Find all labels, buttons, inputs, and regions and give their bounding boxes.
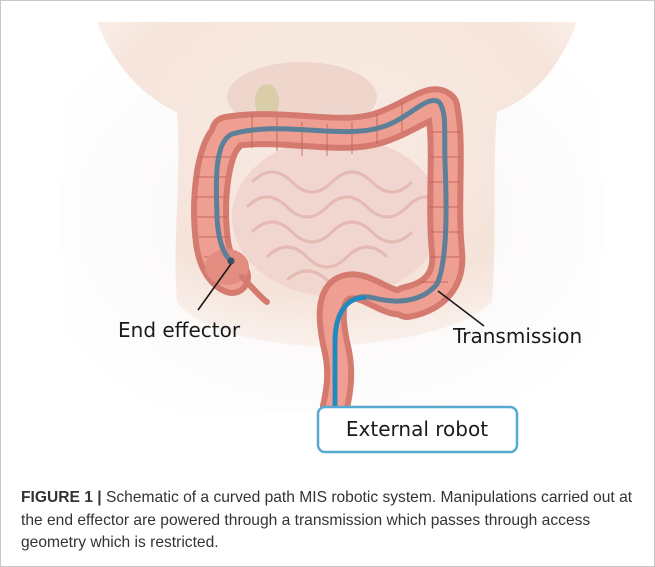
caption-lead: FIGURE 1 |: [21, 489, 102, 506]
caption-text: Schematic of a curved path MIS robotic s…: [21, 489, 632, 551]
end-effector-tip: [228, 258, 235, 265]
label-transmission: Transmission: [452, 324, 582, 348]
label-external-robot: External robot: [346, 417, 488, 441]
figure-caption: FIGURE 1 | Schematic of a curved path MI…: [21, 487, 641, 555]
label-end-effector: End effector: [118, 318, 241, 342]
figure-illustration: End effector Transmission External robot: [2, 2, 653, 460]
small-intestine: [232, 137, 442, 297]
